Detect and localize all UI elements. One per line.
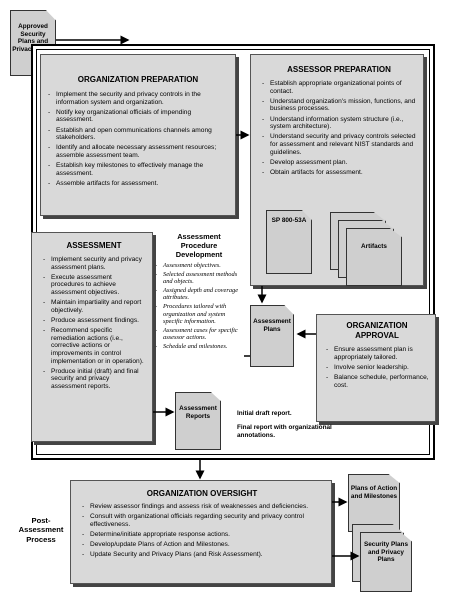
list-item: Produce assessment findings. (42, 317, 146, 325)
list-item: Review assessor findings and assess risk… (81, 503, 323, 511)
final-report-note: Final report with organizational annotat… (237, 424, 332, 439)
assessment-reports-document: Assessment Reports (175, 392, 221, 450)
list-item: Balance schedule, performance, cost. (325, 374, 429, 389)
post-assessment-label: Post-Assessment Process (18, 516, 64, 544)
sp-800-53a-label: SP 800-53A (271, 217, 307, 224)
list-item: Maintain impartiality and report objecti… (42, 299, 146, 314)
organization-approval-list: Ensure assessment plan is appropriately … (325, 346, 429, 389)
list-item: Implement the security and privacy contr… (47, 91, 229, 106)
poam-label: Plans of Action and Milestones (350, 485, 398, 500)
artifacts-document: Artifacts (346, 228, 402, 286)
list-item: Selected assessment methods and objects. (154, 271, 244, 285)
assessment-plans-document: Assessment Plans (250, 305, 294, 367)
list-item: Notify key organizational officials of i… (47, 109, 229, 124)
list-item: Obtain artifacts for assessment. (261, 169, 417, 177)
list-item: Consult with organizational officials re… (81, 513, 323, 528)
list-item: Assigned depth and coverage attributes. (154, 287, 244, 301)
organization-approval-title: ORGANIZATION APPROVAL (346, 321, 408, 340)
organization-oversight-title: ORGANIZATION OVERSIGHT (146, 489, 258, 498)
list-item: Identify and allocate necessary assessme… (47, 144, 229, 159)
list-item: Assessment objectives. (154, 262, 244, 269)
list-item: Execute assessment procedures to achieve… (42, 274, 146, 297)
assessment-box: ASSESSMENT Implement security and privac… (31, 232, 153, 442)
procedure-development-title: Assessment Procedure Development (175, 232, 223, 259)
list-item: Schedule and milestones. (154, 343, 244, 350)
assessor-preparation-list: Establish appropriate organizational poi… (261, 80, 417, 177)
list-item: Understand information system structure … (261, 116, 417, 131)
list-item: Recommend specific remediation actions (… (42, 327, 146, 365)
list-item: Establish key milestones to effectively … (47, 162, 229, 177)
list-item: Determine/initiate appropriate response … (81, 531, 323, 539)
sp-800-53a-document: SP 800-53A (266, 210, 312, 274)
list-item: Ensure assessment plan is appropriately … (325, 346, 429, 361)
list-item: Implement security and privacy assessmen… (42, 256, 146, 271)
organization-preparation-box: ORGANIZATION PREPARATION Implement the s… (40, 54, 236, 216)
assessment-title: ASSESSMENT (66, 241, 122, 250)
list-item: Establish appropriate organizational poi… (261, 80, 417, 95)
initial-report-note: Initial draft report. (237, 410, 292, 417)
list-item: Update Security and Privacy Plans (and R… (81, 551, 323, 559)
assessment-reports-label: Assessment Reports (179, 405, 217, 420)
list-item: Involve senior leadership. (325, 364, 429, 372)
list-item: Develop assessment plan. (261, 159, 417, 167)
security-plans-label: Security Plans and Privacy Plans (363, 541, 409, 564)
list-item: Produce initial (draft) and final securi… (42, 368, 146, 391)
procedure-development-list: Assessment objectives. Selected assessme… (154, 262, 244, 350)
list-item: Establish and open communications channe… (47, 127, 229, 142)
organization-oversight-list: Review assessor findings and assess risk… (81, 503, 323, 559)
list-item: Develop/update Plans of Action and Miles… (81, 541, 323, 549)
organization-preparation-list: Implement the security and privacy contr… (47, 91, 229, 188)
list-item: Assemble artifacts for assessment. (47, 180, 229, 188)
list-item: Understand security and privacy controls… (261, 133, 417, 156)
assessment-list: Implement security and privacy assessmen… (42, 256, 146, 390)
procedure-development-section: Assessment Procedure Development Assessm… (154, 232, 244, 382)
organization-oversight-box: ORGANIZATION OVERSIGHT Review assessor f… (70, 480, 332, 584)
organization-approval-box: ORGANIZATION APPROVAL Ensure assessment … (316, 314, 436, 422)
poam-document: Plans of Action and Milestones (348, 474, 400, 532)
artifacts-label: Artifacts (361, 243, 387, 250)
list-item: Assessment cases for specific assessor a… (154, 327, 244, 341)
security-plans-document: Security Plans and Privacy Plans (360, 532, 412, 592)
list-item: Procedures tailored with organization an… (154, 303, 244, 325)
organization-preparation-title: ORGANIZATION PREPARATION (77, 75, 199, 84)
assessor-preparation-title: ASSESSOR PREPARATION (287, 65, 391, 74)
assessment-plans-label: Assessment Plans (253, 318, 291, 333)
list-item: Understand organization's mission, funct… (261, 98, 417, 113)
